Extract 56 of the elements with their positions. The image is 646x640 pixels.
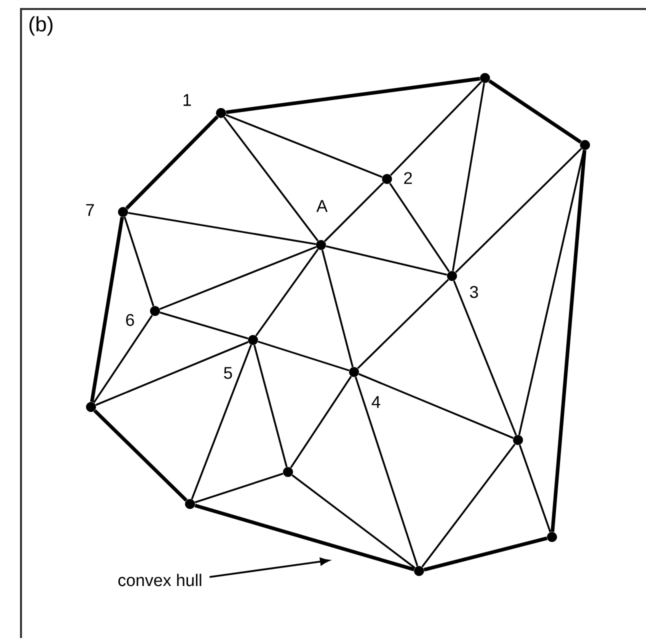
vertex-dot <box>283 467 293 477</box>
triangle-edge <box>255 248 319 336</box>
vertex-dot <box>580 140 590 150</box>
hull-edge <box>550 150 586 532</box>
triangle-edge <box>390 81 482 176</box>
triangle-edge <box>290 376 352 468</box>
hull-edge <box>226 76 480 114</box>
triangle-edge <box>258 340 350 372</box>
triangle-edge <box>324 182 384 242</box>
point-label: 3 <box>470 286 478 298</box>
vertex-dot <box>547 532 557 542</box>
triangle-edge <box>124 216 154 306</box>
vertex-dot <box>480 73 490 83</box>
triangle-edge <box>455 148 582 273</box>
triangle-edge <box>95 341 249 406</box>
triangle-edge <box>160 246 316 310</box>
triangle-edge <box>226 114 382 178</box>
triangle-edge <box>326 245 448 276</box>
triangle-edge <box>128 212 316 246</box>
triangle-edge <box>354 376 418 566</box>
hull-edge <box>93 409 188 502</box>
triangle-edge <box>357 279 449 369</box>
point-label: 4 <box>372 396 380 408</box>
triangle-edge <box>223 116 319 242</box>
vertex-dot <box>86 402 96 412</box>
leader-arrow <box>209 558 330 578</box>
triangle-edge <box>518 444 552 532</box>
hull-caption: convex hull <box>118 574 202 586</box>
triangle-edge <box>292 474 416 569</box>
vertex-dot <box>185 499 195 509</box>
vertex-dot <box>513 435 523 445</box>
point-label: 1 <box>184 94 191 106</box>
point-label: 7 <box>86 204 94 216</box>
point-label: 2 <box>404 172 412 184</box>
hull-edge <box>424 536 548 572</box>
triangle-edge <box>452 82 486 272</box>
triangle-edge <box>191 344 252 500</box>
point-label: 6 <box>126 314 134 326</box>
point-label: A <box>316 200 328 212</box>
point-label: 5 <box>224 367 232 379</box>
hull-edge <box>194 504 415 572</box>
triangle-edge <box>518 150 585 436</box>
triangle-edge <box>321 250 354 368</box>
panel-label: (b) <box>30 16 52 36</box>
triangle-edge <box>253 344 288 468</box>
hull-edge <box>90 216 124 402</box>
hull-edge <box>488 79 582 144</box>
triangle-edge <box>93 314 153 404</box>
triangle-edge <box>358 373 514 439</box>
triangle-edge <box>160 312 248 340</box>
hull-edge <box>125 115 219 210</box>
triangle-edge <box>421 444 516 568</box>
vertex-dot <box>414 566 424 576</box>
triangle-edge <box>194 472 284 504</box>
triangle-edge <box>389 182 450 272</box>
triangle-edge <box>453 280 517 436</box>
